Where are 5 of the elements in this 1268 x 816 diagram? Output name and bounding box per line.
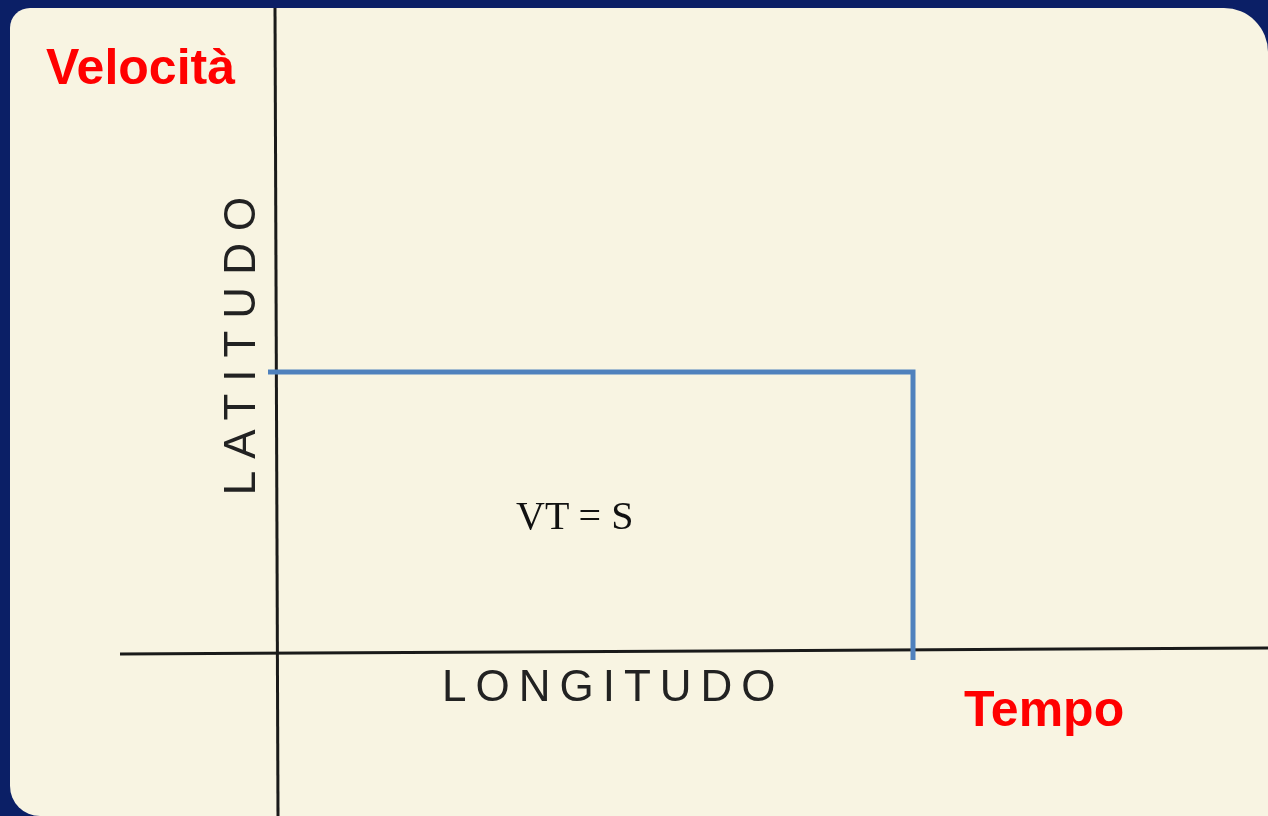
formula-text: VT = S xyxy=(516,496,634,536)
axis-title: Velocità xyxy=(46,42,235,92)
axis-label: LATITUDO xyxy=(218,184,262,496)
axis-title: Tempo xyxy=(964,684,1125,734)
axis-label: LONGITUDO xyxy=(442,664,785,708)
